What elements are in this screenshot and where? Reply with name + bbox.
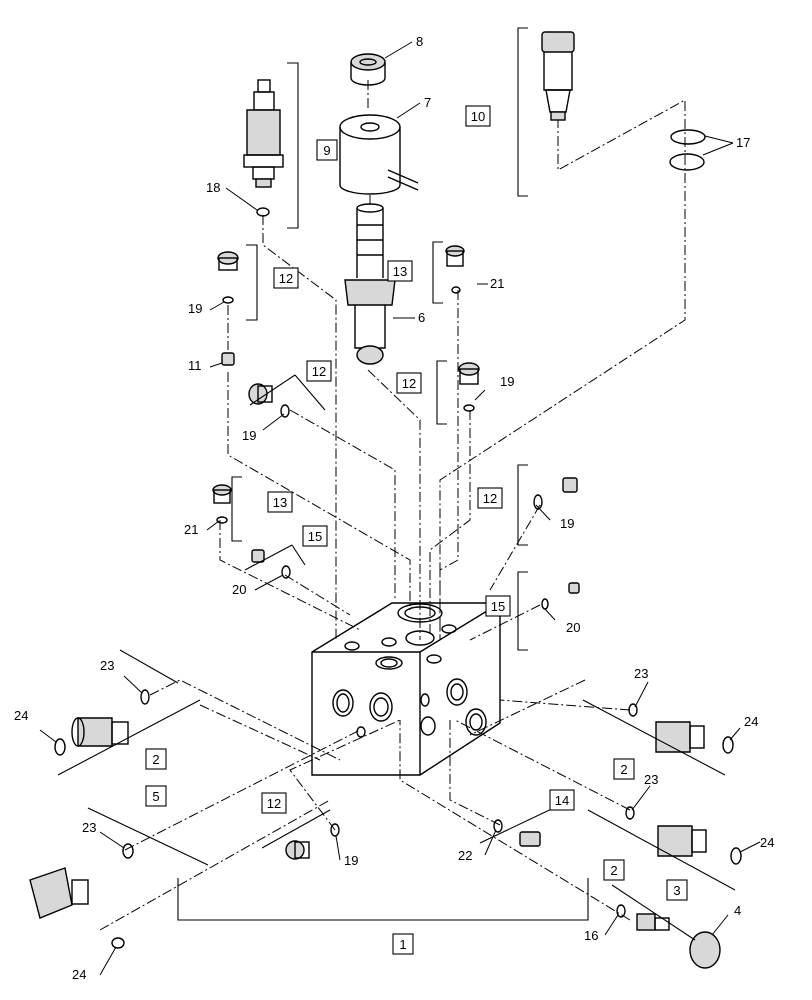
callout-24: 24 <box>760 835 774 850</box>
callout-19: 19 <box>188 301 202 316</box>
callout-12: 12 <box>402 376 416 391</box>
callout-23: 23 <box>82 820 96 835</box>
callout-17: 17 <box>736 135 750 150</box>
callout-14: 14 <box>555 793 569 808</box>
callout-10: 10 <box>471 109 485 124</box>
callout-2: 2 <box>152 752 159 767</box>
callout-9: 9 <box>323 143 330 158</box>
callout-24: 24 <box>14 708 28 723</box>
callout-19: 19 <box>344 853 358 868</box>
callout-23: 23 <box>634 666 648 681</box>
fittings <box>29 689 742 969</box>
plain-callouts: 8 7 6 17 18 19 21 11 19 19 21 19 20 20 2… <box>14 34 774 982</box>
callout-12: 12 <box>483 491 497 506</box>
callout-4: 4 <box>734 903 741 918</box>
plugs-upper <box>212 245 580 610</box>
callout-20: 20 <box>566 620 580 635</box>
callout-7: 7 <box>424 95 431 110</box>
center-lines <box>99 80 686 931</box>
callout-23: 23 <box>644 772 658 787</box>
callout-19: 19 <box>500 374 514 389</box>
callout-5: 5 <box>152 789 159 804</box>
callout-24: 24 <box>72 967 86 982</box>
callout-22: 22 <box>458 848 472 863</box>
boxed-callouts: 9 10 12 13 12 12 13 12 15 15 2 2 5 12 14… <box>145 105 688 955</box>
callout-1: 1 <box>399 937 406 952</box>
callout-12: 12 <box>279 271 293 286</box>
callout-23: 23 <box>100 658 114 673</box>
callout-20: 20 <box>232 582 246 597</box>
leader-lines <box>39 41 761 976</box>
callout-19: 19 <box>560 516 574 531</box>
callout-11: 11 <box>188 358 202 373</box>
callout-12: 12 <box>267 796 281 811</box>
solenoid-coil <box>339 114 419 195</box>
callout-16: 16 <box>584 928 598 943</box>
relief-cartridge <box>541 31 575 121</box>
callout-2: 2 <box>620 762 627 777</box>
callout-18: 18 <box>206 180 220 195</box>
o-rings-17 <box>669 129 706 171</box>
callout-12: 12 <box>312 364 326 379</box>
callout-13: 13 <box>273 495 287 510</box>
callout-2: 2 <box>610 863 617 878</box>
coil-nut <box>350 53 386 86</box>
valve-block <box>311 602 501 776</box>
callout-21: 21 <box>490 276 504 291</box>
valve-stem <box>344 203 396 365</box>
callout-6: 6 <box>418 310 425 325</box>
callout-19: 19 <box>242 428 256 443</box>
callout-3: 3 <box>673 883 680 898</box>
cartridge-valve <box>243 79 284 217</box>
callout-13: 13 <box>393 264 407 279</box>
callout-15: 15 <box>491 599 505 614</box>
callout-8: 8 <box>416 34 423 49</box>
callout-21: 21 <box>184 522 198 537</box>
callout-15: 15 <box>308 529 322 544</box>
callout-24: 24 <box>744 714 758 729</box>
